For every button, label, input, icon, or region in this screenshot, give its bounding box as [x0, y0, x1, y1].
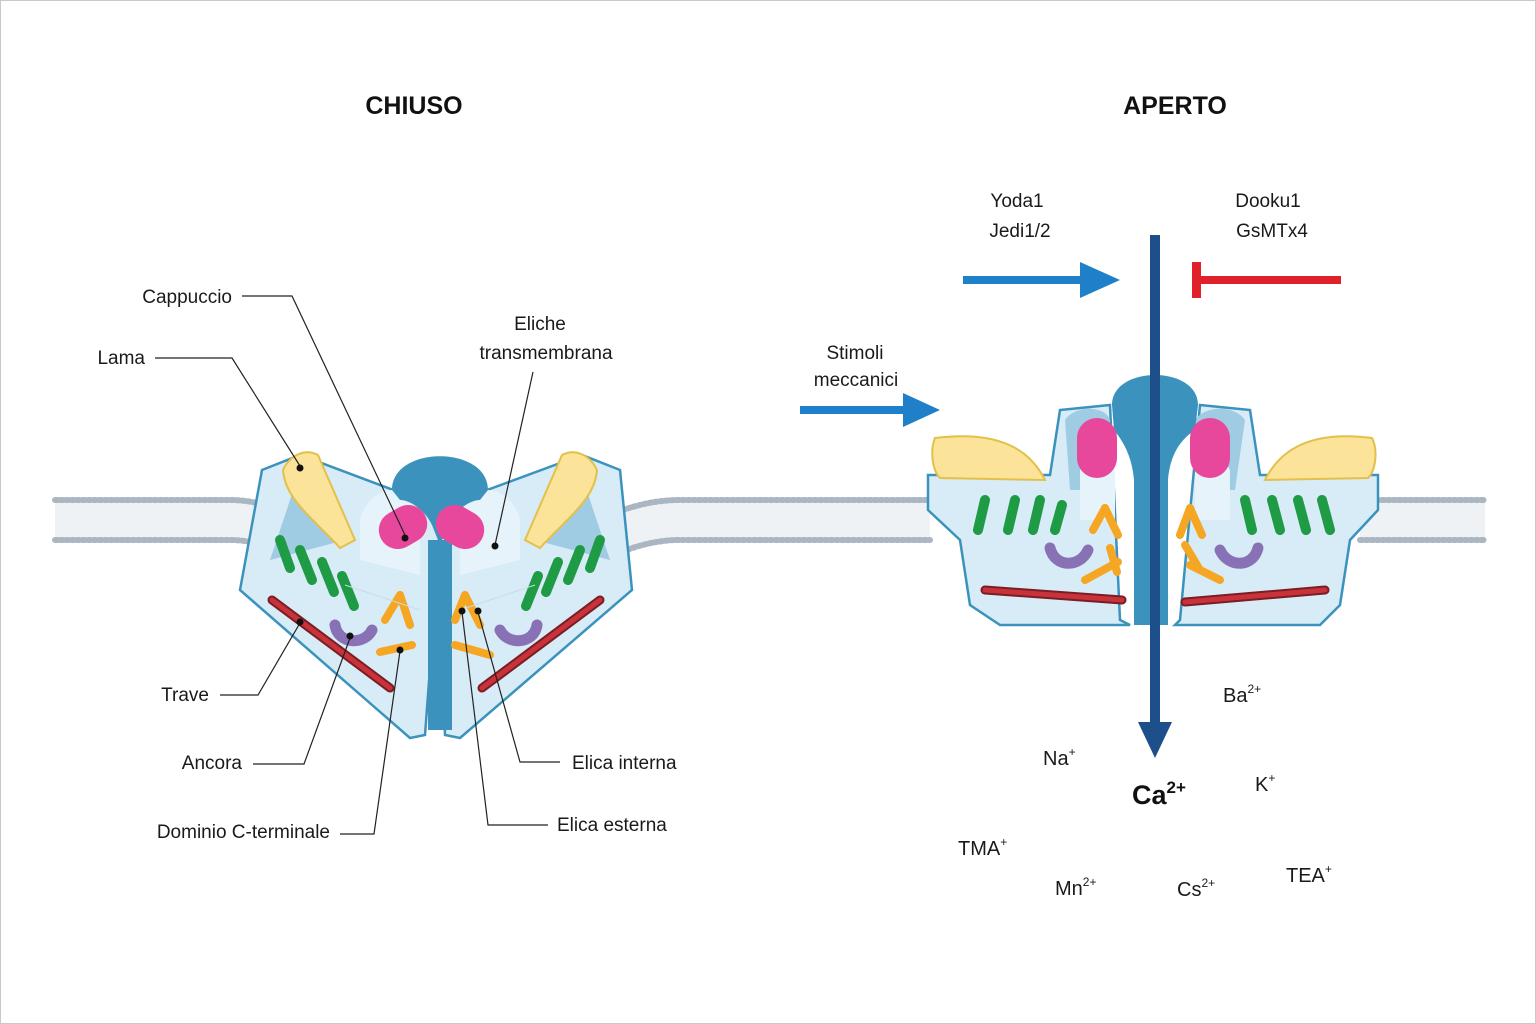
ion-mn: Mn2+: [1055, 875, 1096, 900]
inhibitor-1: Dooku1: [1235, 191, 1301, 212]
inhibitor-bar: [1192, 262, 1341, 298]
activator-1: Yoda1: [990, 191, 1043, 212]
closed-channel: [238, 451, 634, 740]
open-anchor-right: [1214, 542, 1264, 569]
ion-na: Na+: [1043, 745, 1076, 770]
closed-anchor-left: [329, 619, 378, 647]
ion-flow-arrow: [1138, 235, 1172, 758]
open-blade-right: [1263, 435, 1377, 482]
label-cterm: Dominio C-terminale: [157, 822, 330, 843]
activator-2: Jedi1/2: [989, 221, 1050, 242]
closed-orange-helices: [376, 591, 494, 659]
label-blade: Lama: [97, 348, 145, 369]
closed-pink-right: [435, 505, 485, 549]
label-beam: Trave: [161, 685, 209, 706]
open-title: APERTO: [1123, 92, 1227, 120]
closed-anchor-right: [494, 619, 543, 647]
activator-arrow: [963, 262, 1120, 298]
closed-cap: [392, 456, 488, 545]
label-cap: Cappuccio: [142, 287, 232, 308]
label-tm-helices-2: transmembrana: [479, 343, 612, 364]
open-anchor-left: [1044, 542, 1094, 569]
closed-pink-left: [378, 505, 428, 549]
closed-blade-right: [523, 451, 599, 550]
ion-ca: Ca2+: [1132, 778, 1186, 810]
label-outer-helix: Elica esterna: [557, 815, 667, 836]
ion-tea: TEA+: [1286, 862, 1332, 887]
label-stimuli-1: Stimoli: [826, 343, 883, 364]
ion-k: K+: [1255, 771, 1275, 796]
inhibitor-2: GsMTx4: [1236, 221, 1308, 242]
open-orange-helices: [1081, 504, 1224, 584]
label-stimuli-2: meccanici: [814, 370, 898, 391]
label-inner-helix: Elica interna: [572, 753, 677, 774]
open-tm-helices: [973, 495, 1335, 535]
closed-tm-helices: [275, 535, 605, 611]
ion-cs: Cs2+: [1177, 876, 1215, 901]
open-pink-right: [1190, 418, 1230, 478]
stimuli-arrow: [800, 393, 940, 427]
ion-tma: TMA+: [958, 835, 1007, 860]
label-anchor: Ancora: [182, 753, 243, 774]
open-pink-left: [1077, 418, 1117, 478]
ion-ba: Ba2+: [1223, 682, 1261, 707]
label-tm-helices-1: Eliche: [514, 314, 566, 335]
open-blade-left: [931, 435, 1047, 482]
closed-title: CHIUSO: [365, 92, 462, 120]
leader-lines: [155, 295, 560, 835]
